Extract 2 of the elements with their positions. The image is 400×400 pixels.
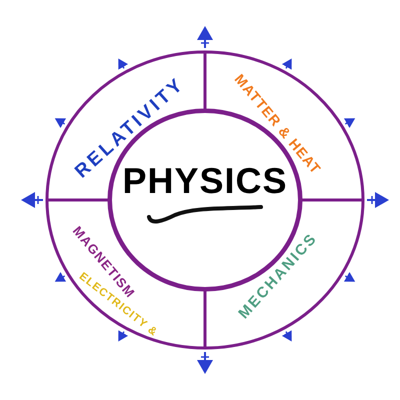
ring-segment bbox=[45, 198, 207, 350]
ring-segment bbox=[203, 198, 365, 350]
